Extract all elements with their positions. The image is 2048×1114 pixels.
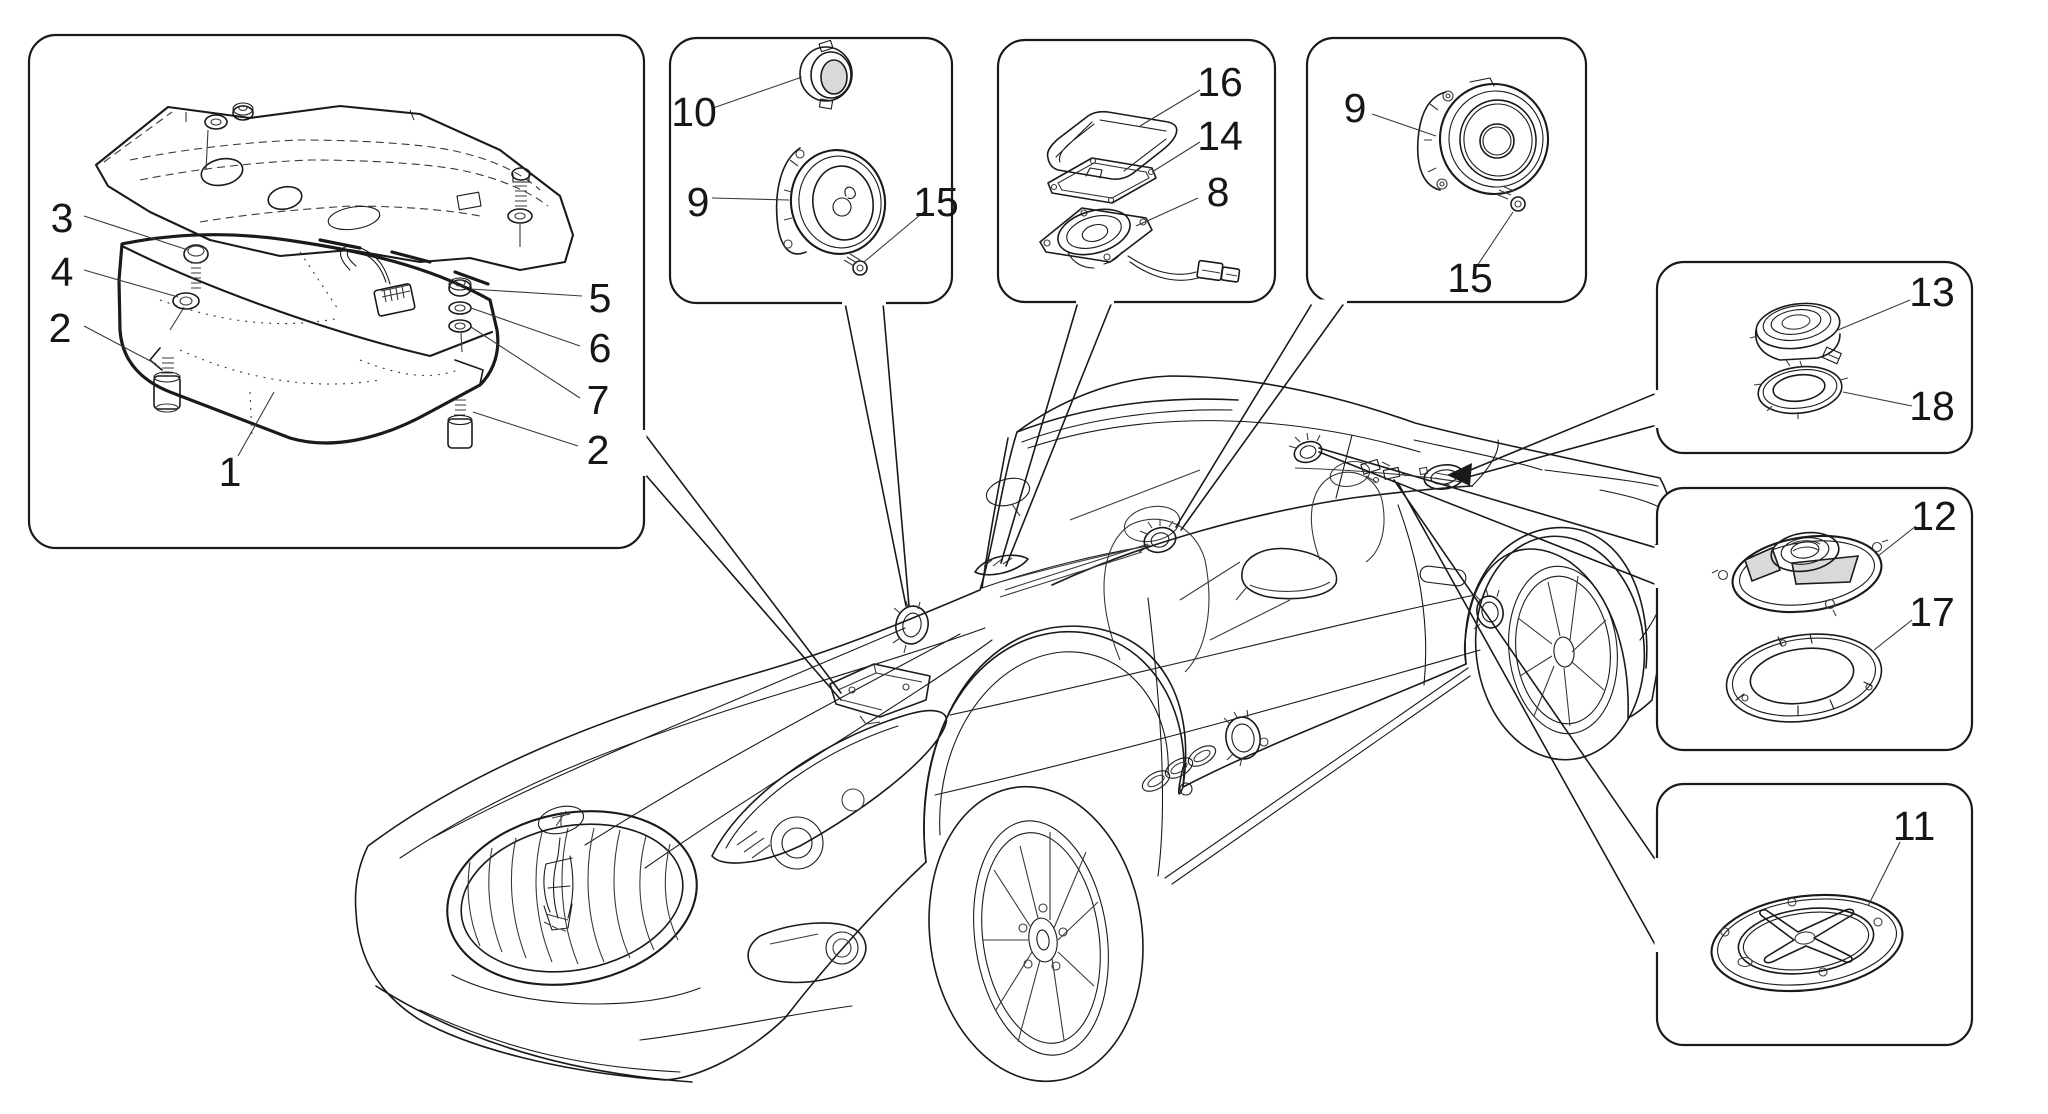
callout-9: 9 (687, 179, 710, 225)
fog-lamp (747, 922, 867, 984)
callout-2-right: 2 (587, 427, 610, 473)
dash-pod-speaker (892, 600, 929, 654)
callout-18: 18 (1909, 383, 1955, 429)
callout-16: 16 (1197, 59, 1243, 105)
grille-trident-emblem (543, 837, 574, 931)
callout-4: 4 (51, 249, 74, 295)
callout-7: 7 (587, 377, 610, 423)
callout-2-left: 2 (49, 305, 72, 351)
dash-left-speaker-marker (1138, 519, 1177, 554)
hood-badge (537, 805, 585, 835)
cover-plate-11 (1710, 893, 1904, 993)
enclosure-screw-3 (183, 244, 209, 289)
arrowhead (1447, 463, 1472, 486)
callout-15-rear: 15 (1447, 255, 1493, 301)
panel-shelf-speaker-kit: 12 17 (1654, 486, 1974, 752)
quarter-speaker-marker (1473, 588, 1504, 630)
panel-cover-plate: 11 (1654, 782, 1974, 1047)
callout-8: 8 (1207, 169, 1230, 215)
grommet-stud-2-right (447, 399, 473, 449)
rear-tweeter-13 (1749, 302, 1842, 368)
grille-16 (1046, 110, 1178, 181)
bracket-top-fasteners (204, 102, 254, 171)
panel-a-callouts: 3 4 2 1 5 6 7 2 (49, 195, 612, 495)
rear-wheel (1474, 535, 1646, 761)
cowl-subwoofer-bracket (829, 663, 931, 725)
panel-c-callouts: 16 14 8 (1135, 59, 1243, 227)
callout-10: 10 (671, 89, 717, 135)
center-dash-grille-marker (974, 554, 1029, 576)
panel-front-door-speaker: 10 9 15 (668, 36, 959, 306)
callout-1: 1 (219, 449, 242, 495)
bracket-bolt (507, 167, 533, 247)
fender-vents (1141, 745, 1217, 796)
callout-13: 13 (1909, 269, 1955, 315)
car-illustration (354, 375, 1678, 1083)
screw-15-rear (1495, 185, 1526, 212)
screw-15-front (843, 253, 868, 276)
shelf-speaker-12 (1711, 531, 1889, 617)
subwoofer-enclosure (117, 233, 500, 445)
callout-3: 3 (51, 195, 74, 241)
interior-sketch (999, 460, 1463, 673)
callout-12: 12 (1911, 493, 1957, 539)
rear-speaker-9 (1416, 77, 1550, 196)
enclosure-washer-4 (169, 292, 200, 331)
panel-leader-tails (643, 301, 1658, 949)
grommet-stud-2-left (153, 357, 181, 413)
callout-15: 15 (913, 179, 959, 225)
callout-11: 11 (1893, 803, 1936, 849)
tweeter-10 (799, 39, 853, 110)
panel-rear-speaker: 9 15 (1305, 36, 1588, 305)
panel-b-callouts: 10 9 15 (671, 76, 959, 263)
mounting-ring-17 (1725, 633, 1883, 723)
door-speaker-9 (775, 147, 887, 255)
callout-6: 6 (589, 325, 612, 371)
callout-9-rear: 9 (1344, 85, 1367, 131)
door-top-speaker-marker (1288, 432, 1323, 464)
front-grille (446, 810, 701, 1005)
panel-d-callouts: 9 15 (1344, 85, 1514, 301)
panel-center-dash-speaker: 16 14 8 (996, 38, 1277, 305)
gasket-14 (1047, 157, 1157, 204)
panel-tweeter-kit: 13 18 (1654, 260, 1974, 455)
greenhouse (981, 398, 1659, 598)
speaker-8 (1039, 207, 1241, 283)
side-mirror (985, 477, 1338, 601)
callout-5: 5 (589, 275, 612, 321)
headlight (711, 709, 948, 870)
callout-17: 17 (1909, 589, 1955, 635)
door-woofer-marker (1223, 709, 1269, 767)
callout-14: 14 (1197, 113, 1243, 159)
front-wheel (928, 785, 1144, 1083)
tweeter-ring-18 (1753, 365, 1849, 419)
panel-g-callouts: 11 (1867, 803, 1936, 907)
panel-subwoofer-assembly: 3 4 2 1 5 6 7 2 (27, 33, 647, 550)
panel-e-callouts: 13 18 (1837, 269, 1955, 429)
panel-f-callouts: 12 17 (1873, 493, 1957, 651)
